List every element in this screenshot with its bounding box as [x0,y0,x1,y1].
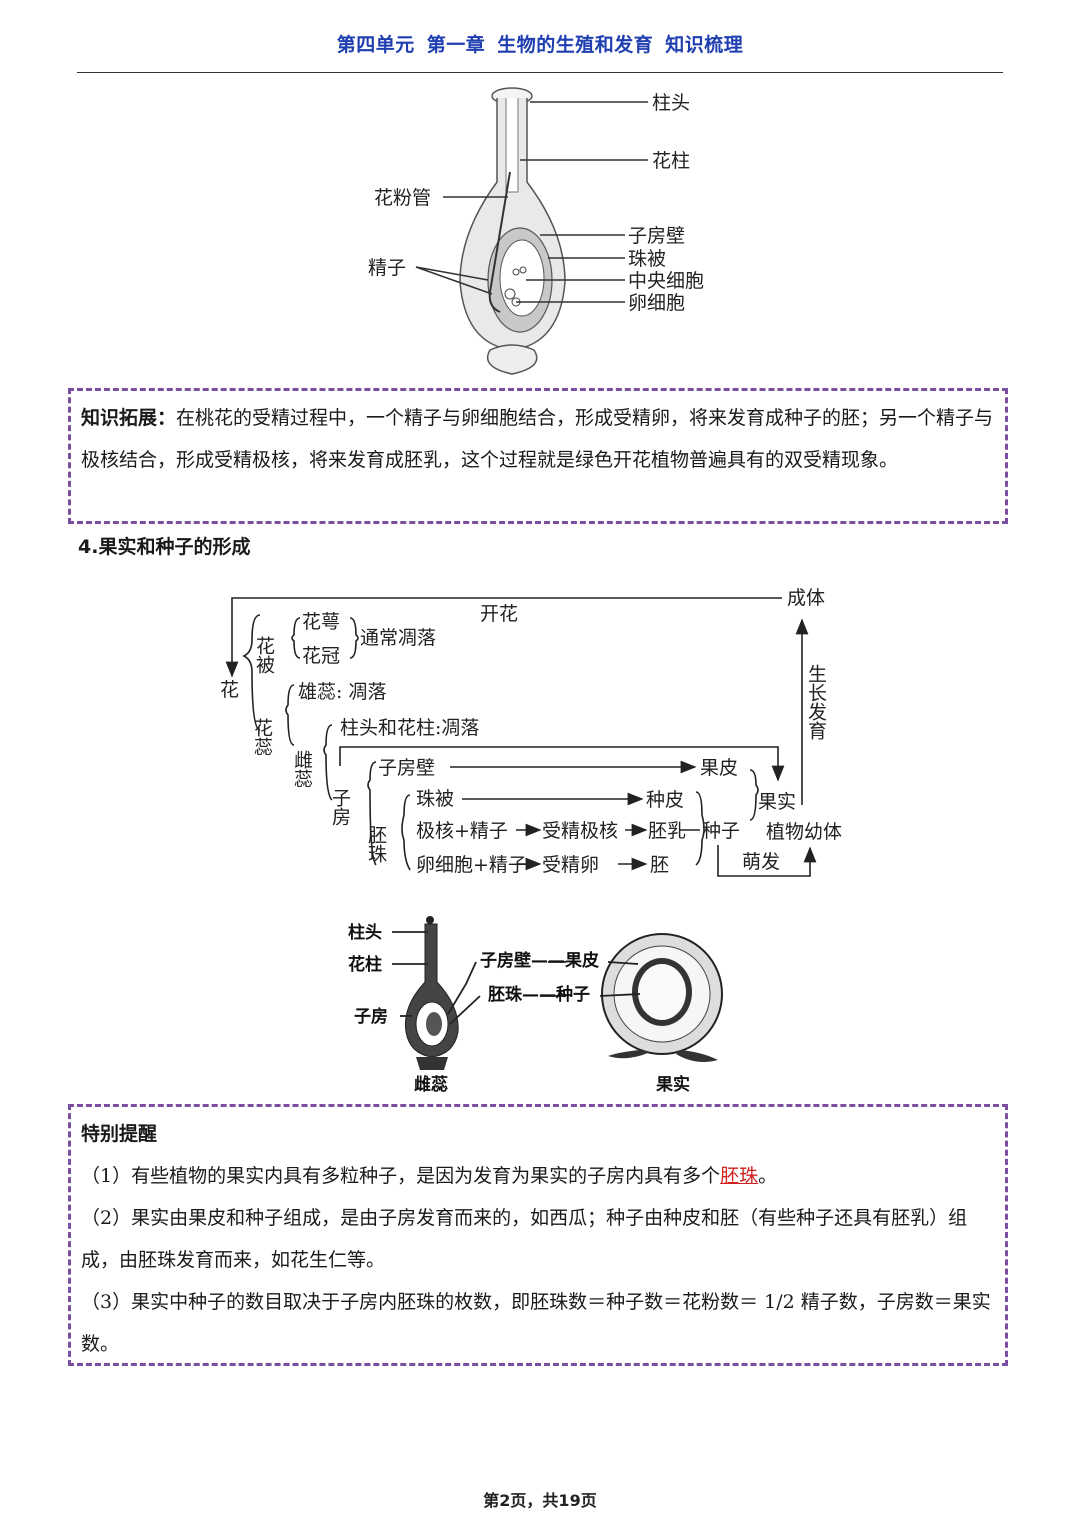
fd-ovary: 子房 [354,1006,388,1027]
fc-fert-polar: 受精极核 [542,820,618,842]
reminder-item-1: （1）有些植物的果实内具有多粒种子，是因为发育为果实的子房内具有多个胚珠。 [81,1155,995,1197]
fc-calyx: 花萼 [302,611,340,633]
fc-egg: 卵细胞+精子 [416,854,527,876]
knowledge-box: 知识拓展：在桃花的受精过程中，一个精子与卵细胞结合，形成受精卵，将来发育成种子的… [68,388,1008,524]
knowledge-box-text: 在桃花的受精过程中，一个精子与卵细胞结合，形成受精卵，将来发育成种子的胚；另一个… [81,407,994,471]
fc-seed: 种子 [702,820,740,842]
label-pollen-tube: 花粉管 [374,187,431,209]
label-sperm: 精子 [368,257,406,279]
fc-pistil: 雌蕊 [291,750,313,788]
header-topic: 生物的生殖和发育 [497,34,654,56]
knowledge-box-title: 知识拓展： [81,407,177,429]
fc-polar: 极核+精子 [416,820,508,842]
fc-adult: 成体 [787,587,825,609]
fc-flower: 花 [220,679,239,701]
fc-ovary-wall: 子房壁 [378,757,435,779]
fc-stamen: 雄蕊: 凋落 [298,681,386,703]
label-style: 花柱 [652,150,690,172]
flow-chart: 成体 开花 花 花被 花萼 花冠 通常凋落 花蕊 雄蕊: 凋落 雌蕊 柱头和花柱… [220,587,842,877]
reminder-item-1-end: 。 [758,1165,778,1187]
fruit-diagram: 柱头 花柱 子房 子房壁——果皮 胚珠——种子 雌蕊 果实 [348,916,723,1095]
fc-ovary: 子房 [329,788,351,826]
fc-corolla: 花冠 [302,645,340,667]
pistil-diagram: 柱头 花柱 花粉管 子房壁 珠被 精子 中央细胞 卵细胞 [368,87,704,375]
label-integument: 珠被 [628,248,666,270]
fc-endosperm: 胚乳 [648,820,686,842]
reminder-item-3: （3）果实中种子的数目取决于子房内胚珠的枚数，即胚珠数＝种子数＝花粉数＝ 1/2… [81,1291,991,1355]
reminder-box: 特别提醒 （1）有些植物的果实内具有多粒种子，是因为发育为果实的子房内具有多个胚… [68,1104,1008,1366]
fc-stigma-style: 柱头和花柱:凋落 [340,717,479,739]
fd-stigma: 柱头 [348,922,382,943]
section-title: 4.果实和种子的形成 [78,536,251,558]
label-ovary-wall: 子房壁 [628,225,685,247]
reminder-title: 特别提醒 [81,1123,158,1145]
reminder-item-1-text: （1）有些植物的果实内具有多粒种子，是因为发育为果实的子房内具有多个 [81,1165,721,1187]
fc-seed-coat: 种皮 [646,789,684,811]
fd-fruit-caption: 果实 [656,1074,690,1095]
fd-style: 花柱 [348,954,382,975]
header-chapter: 第一章 [426,34,486,56]
fc-bloom: 开花 [480,603,518,625]
fc-stamen-pistil: 花蕊 [251,718,273,756]
label-egg-cell: 卵细胞 [628,292,685,314]
fc-growth: 生长发育 [805,664,827,741]
fc-fruit: 果实 [758,791,796,813]
reminder-item-2: （2）果实由果皮和种子组成，是由子房发育而来的，如西瓜；种子由种皮和胚（有些种子… [81,1207,968,1271]
fc-seedling: 植物幼体 [766,821,842,843]
fc-integument: 珠被 [416,788,454,810]
page-header: 第四单元第一章生物的生殖和发育知识梳理 [0,30,1080,57]
fc-zygote: 受精卵 [542,854,599,876]
fd-ovule: 胚珠——种子 [488,984,590,1005]
label-central-cell: 中央细胞 [628,270,704,292]
fc-perianth: 花被 [253,636,275,674]
label-stigma: 柱头 [652,92,690,114]
header-unit: 第四单元 [336,34,415,56]
reminder-item-1-highlight: 胚珠 [720,1165,759,1187]
header-section: 知识梳理 [665,34,744,56]
header-rule [77,72,1003,73]
fc-germinate: 萌发 [742,851,780,873]
fc-pericarp: 果皮 [700,757,738,779]
page-footer: 第2页，共19页 [483,1491,597,1510]
fd-pistil-caption: 雌蕊 [414,1074,448,1095]
fc-perianth-fate: 通常凋落 [360,627,436,649]
fd-ovary-wall: 子房壁——果皮 [480,950,599,971]
fc-embryo: 胚 [650,854,669,876]
fc-ovule: 胚珠 [365,825,387,863]
